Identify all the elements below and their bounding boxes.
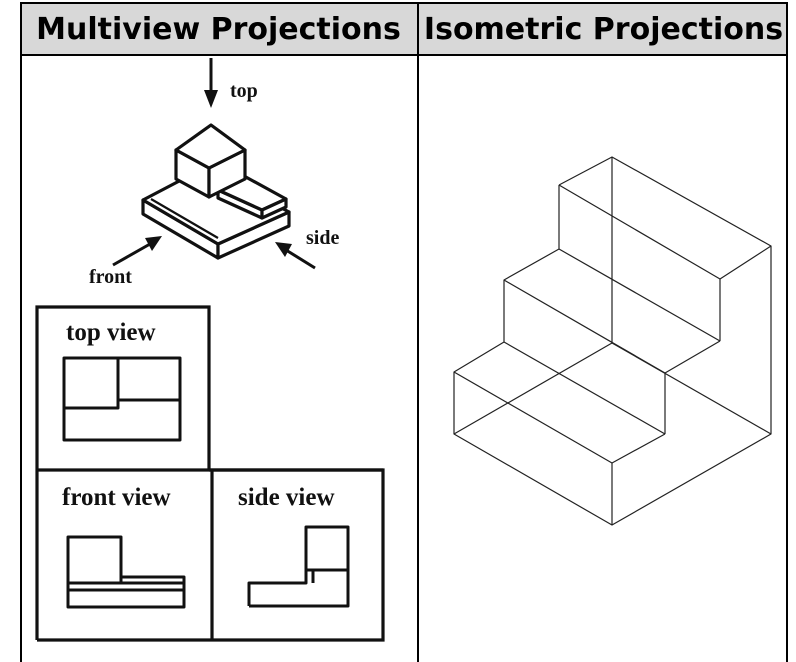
top-arrow-label: top xyxy=(230,80,258,102)
table-left-border xyxy=(20,2,22,662)
side-arrowhead xyxy=(275,242,292,257)
orthographic-view-grid xyxy=(35,305,385,642)
front-view-label: front view xyxy=(62,484,171,511)
side-arrow-label: side xyxy=(306,227,339,249)
side-arrow-shaft xyxy=(285,248,316,270)
side-view-drawing xyxy=(247,525,350,608)
isometric-header: Isometric Projections xyxy=(419,4,788,54)
cube-top-face xyxy=(174,123,247,170)
top-arrowhead xyxy=(204,90,218,108)
view-grid-outer xyxy=(37,468,385,642)
front-arrow-shaft xyxy=(112,242,151,267)
front-view-drawing xyxy=(66,535,186,609)
top-view-label: top view xyxy=(66,319,156,346)
isometric-staircase xyxy=(453,156,772,526)
projections-table: Multiview Projections Isometric Projecti… xyxy=(20,0,788,662)
view-arrows xyxy=(112,58,316,270)
front-arrowhead xyxy=(145,236,162,251)
front-arrow-label: front xyxy=(89,266,132,288)
table-right-border xyxy=(786,2,788,662)
pictorial-object xyxy=(141,123,291,260)
top-view-frame xyxy=(35,305,211,640)
top-view-drawing xyxy=(62,356,182,442)
step-block-side xyxy=(260,197,288,220)
multiview-header: Multiview Projections xyxy=(20,4,417,54)
header-bottom-border xyxy=(20,54,788,56)
column-divider xyxy=(417,2,419,662)
side-view-label: side view xyxy=(238,484,335,511)
table-top-border xyxy=(20,2,788,4)
